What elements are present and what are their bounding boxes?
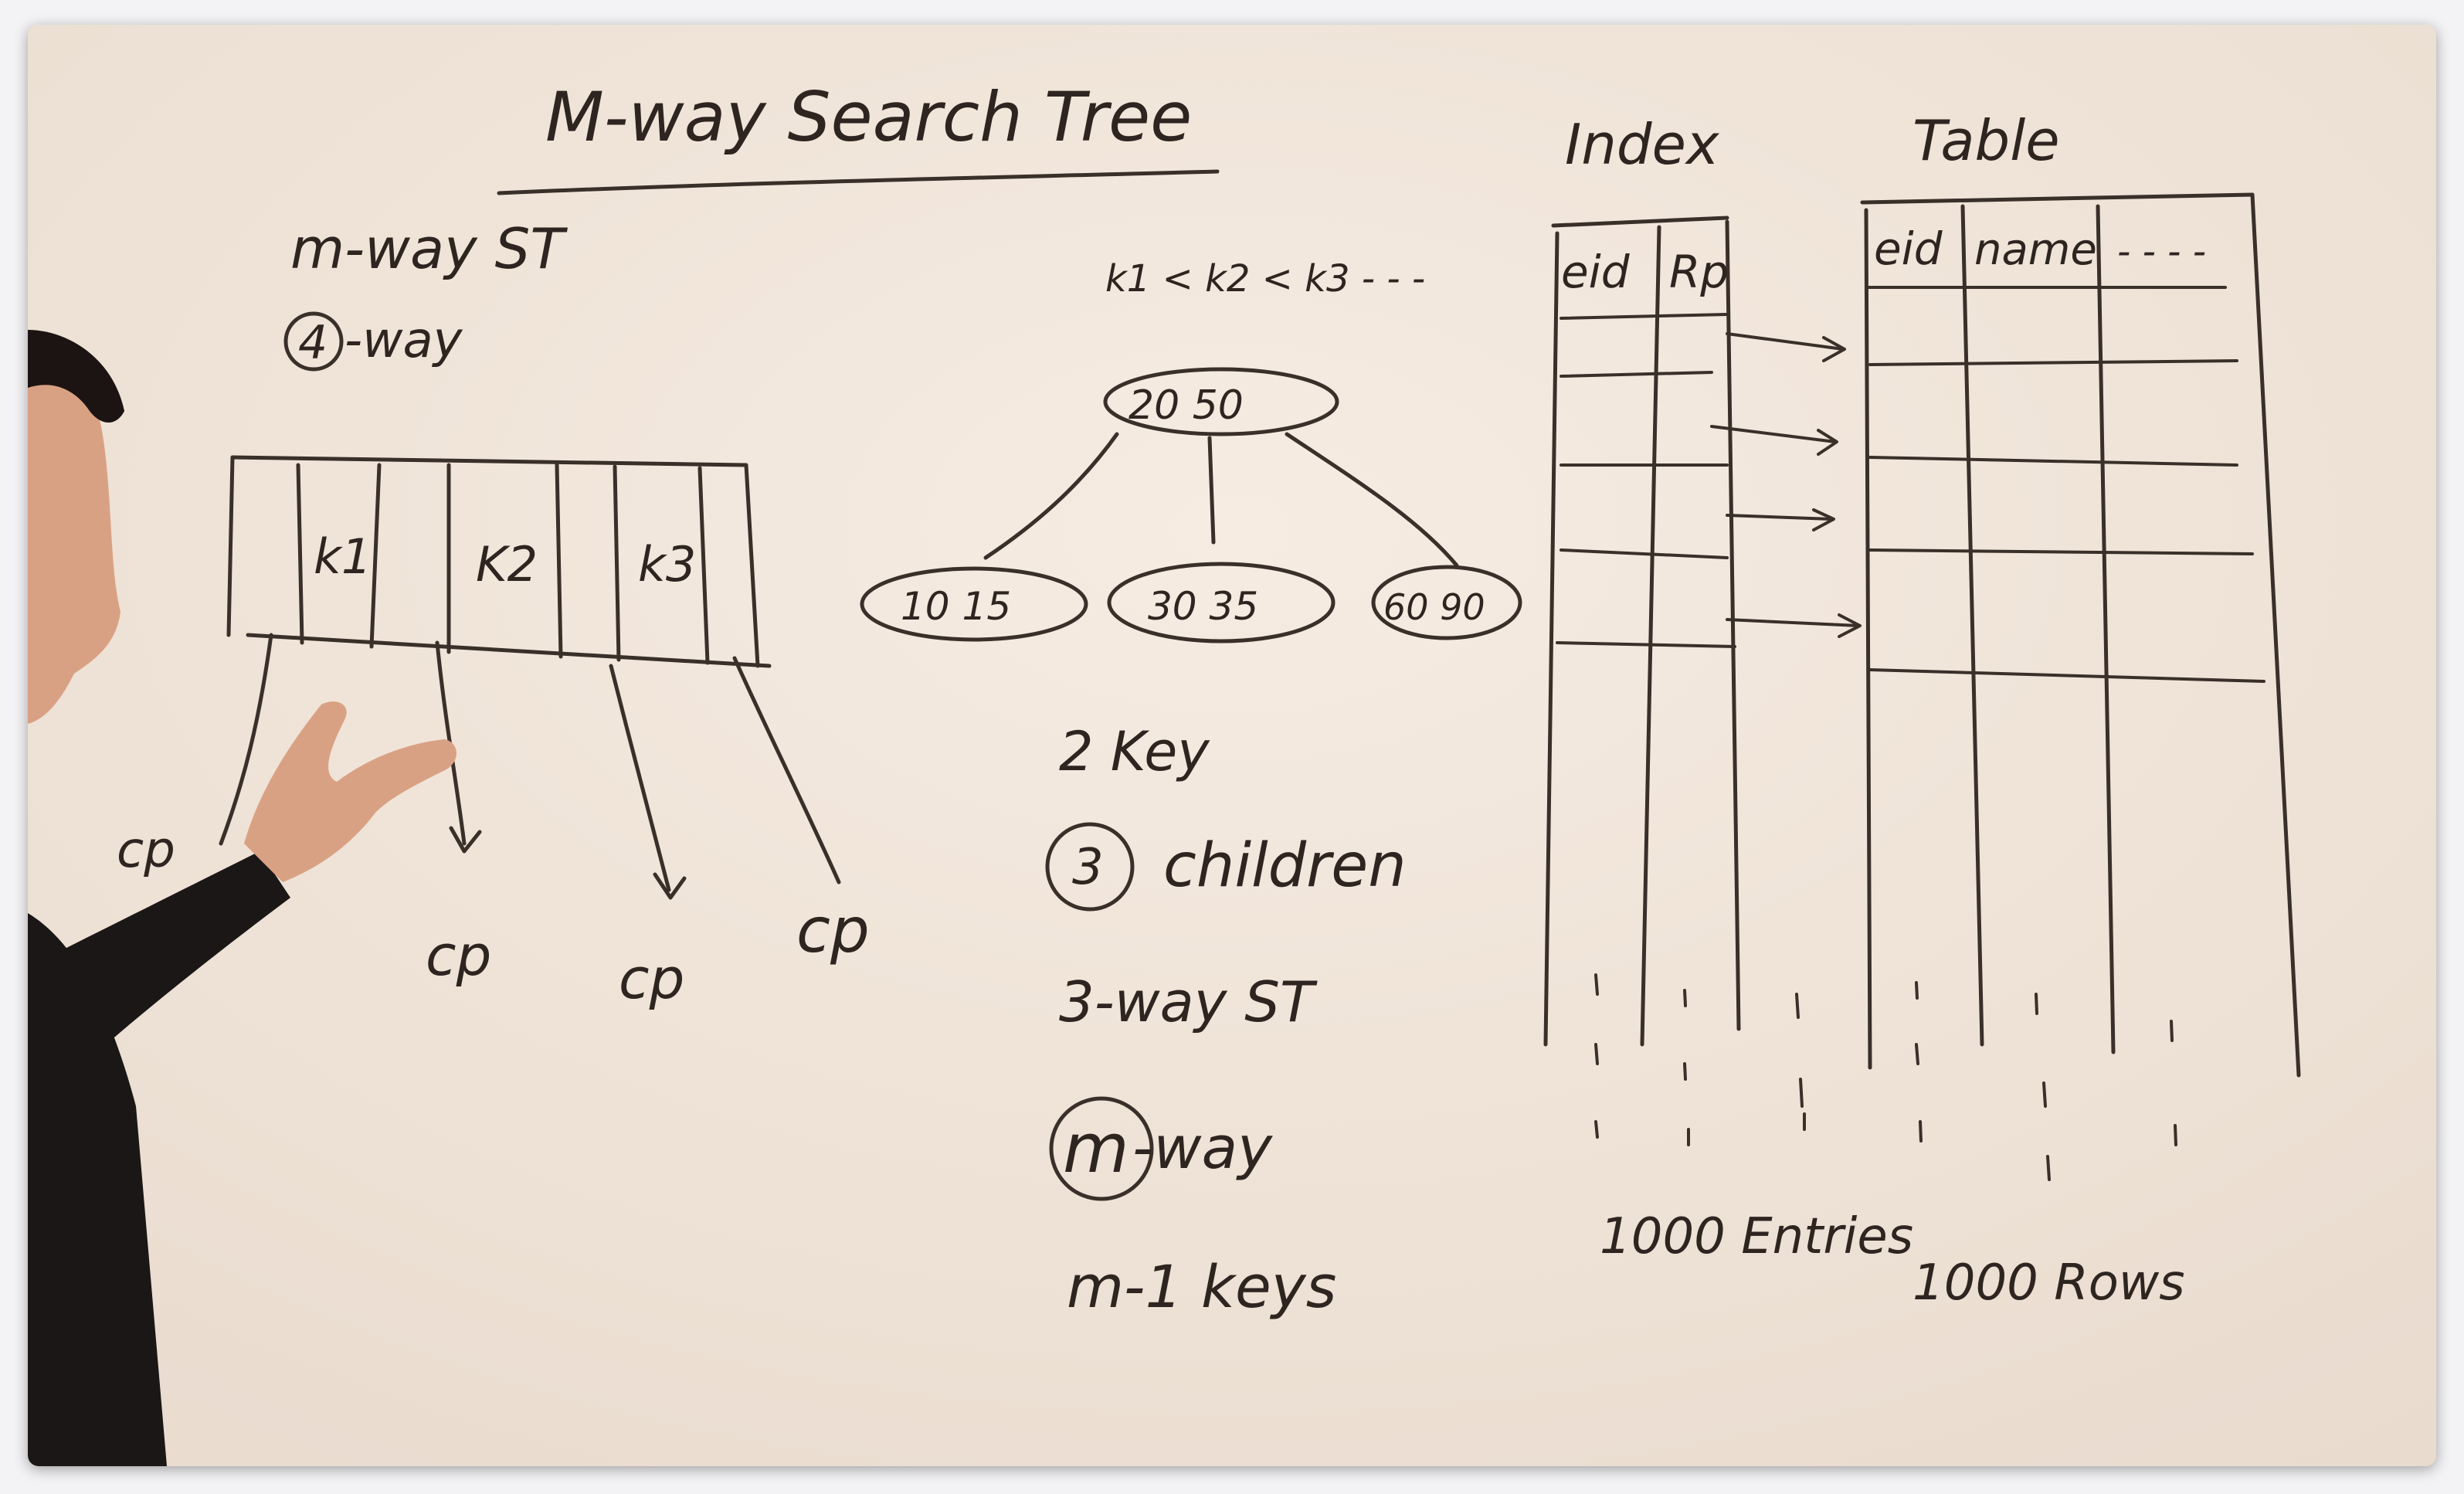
node-key-2: K2 [476,536,538,593]
title-text: M-way Search Tree [545,77,1192,157]
index-col-rp: Rp [1669,246,1729,298]
mway-st-heading: m-way ST [290,216,568,281]
record-pointer-arrows [1710,332,1862,638]
table-col-eid: eid [1874,222,1943,275]
cp-label-2: cp [426,923,491,988]
edge-left [983,432,1119,560]
node-key-3: k3 [638,536,696,593]
child-keys-3: 60 90 [1383,586,1485,628]
presenter-shirt [28,913,167,1466]
cp-line-1 [219,633,273,846]
children-word: children [1163,831,1407,901]
child-node-2 [1107,562,1336,643]
child-node-3 [1371,565,1522,640]
child-keys-2: 30 35 [1148,584,1258,629]
circle-4 [283,311,344,372]
two-key-text: 2 Key [1059,720,1210,783]
video-frame: M-way Search Tree m-way ST 4 -way k1 K2 … [28,25,2436,1466]
circled-three: 3 [1072,839,1104,896]
mway-node [226,455,772,668]
child-node-1 [860,566,1088,642]
circle-m [1049,1096,1154,1201]
child-keys-1: 10 15 [901,584,1011,629]
root-keys: 20 50 [1128,382,1244,429]
edge-right [1285,432,1459,568]
title-underline [497,169,1220,195]
table-grid [1860,192,2301,1078]
circled-m: m [1063,1109,1129,1188]
continuation-dots [1594,973,2177,1181]
whiteboard: M-way Search Tree m-way ST 4 -way k1 K2 … [28,25,2436,1466]
presenter-face [28,348,120,724]
table-col-name: name [1974,225,2097,275]
cp-line-3 [609,664,671,892]
cp-line-4 [732,656,841,885]
root-node [1103,367,1339,436]
m-minus-1-keys: m-1 keys [1067,1252,1336,1321]
cp-label-3: cp [619,946,684,1011]
cp-label-1: cp [117,822,175,879]
presenter-hand [244,701,456,882]
cp-label-4: cp [796,895,870,966]
presenter [28,330,456,1466]
three-way-st: 3-way ST [1059,969,1318,1034]
m-way-suffix: -way [1132,1113,1273,1182]
presenter-hair [28,330,124,423]
table-title: Table [1912,108,2060,173]
index-footer: 1000 Entries [1600,1208,1913,1265]
index-col-eid: eid [1561,246,1631,298]
index-grid [1543,216,1741,1047]
table-footer: 1000 Rows [1912,1255,2185,1312]
index-title: Index [1565,112,1720,177]
cp-arrowhead-3 [653,872,687,900]
table-col-more: - - - - [2117,230,2206,273]
edge-mid [1207,436,1216,545]
circle-3 [1045,822,1135,912]
node-key-1: k1 [314,528,372,585]
cp-arrowhead-2 [449,826,482,854]
presenter-arm [59,851,290,1052]
key-order: k1 < k2 < k3 - - - [1105,257,1425,300]
circled-four: 4 [298,316,328,370]
four-way-suffix: -way [344,312,463,369]
